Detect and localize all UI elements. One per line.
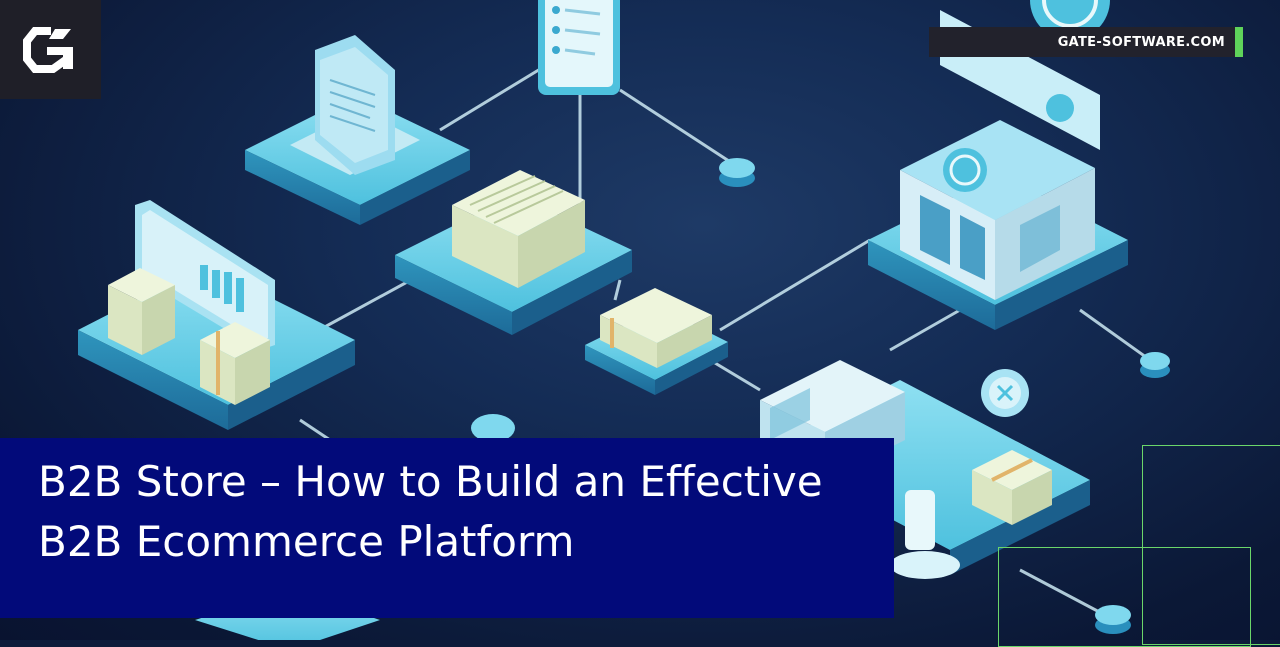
network-nodes	[719, 158, 1170, 634]
domain-text: GATE-SOFTWARE.COM	[1057, 34, 1225, 50]
headline-panel: B2B Store – How to Build an Effective B2…	[0, 438, 894, 618]
clipboard-card	[538, 0, 620, 95]
platform-package-center	[395, 170, 632, 335]
headline-line-2: B2B Ecommerce Platform	[38, 517, 575, 566]
platform-document	[245, 35, 470, 225]
g-logo-icon	[22, 26, 73, 73]
platform-analytics	[78, 200, 355, 430]
headline-line-1: B2B Store – How to Build an Effective	[38, 457, 823, 506]
domain-accent-bar	[1235, 27, 1243, 57]
connection-lines	[299, 58, 1151, 617]
brand-logo[interactable]	[0, 0, 101, 99]
decorative-frame-inner	[998, 547, 1251, 647]
domain-badge[interactable]: GATE-SOFTWARE.COM	[929, 27, 1243, 57]
platform-package-small	[585, 288, 728, 395]
